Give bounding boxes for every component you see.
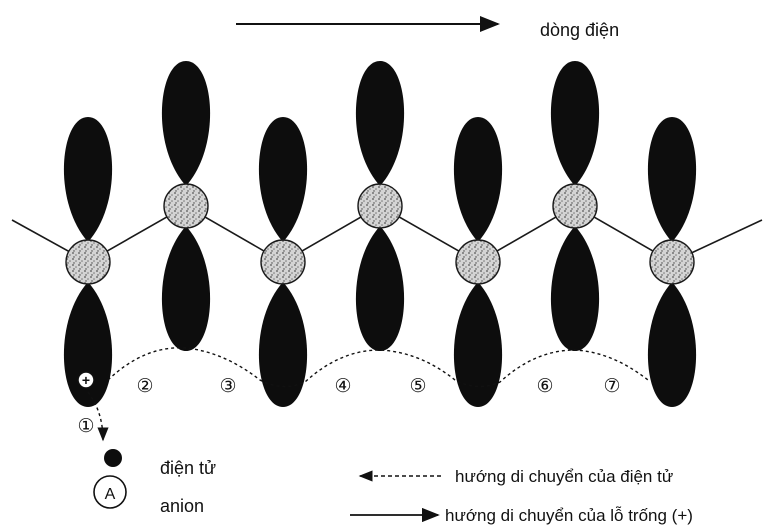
electron-path-dashed bbox=[108, 348, 648, 387]
upper-lobe bbox=[454, 117, 502, 242]
atom-6 bbox=[551, 61, 599, 351]
lower-lobe bbox=[162, 226, 210, 351]
anion-label: anion bbox=[160, 496, 204, 516]
orbitals bbox=[64, 61, 696, 407]
atom-7 bbox=[648, 117, 696, 407]
legend-electron-text: hướng di chuyển của điện tử bbox=[455, 467, 673, 486]
atom-core bbox=[358, 184, 402, 228]
anion: A bbox=[94, 476, 126, 508]
atom-4 bbox=[356, 61, 404, 351]
atom-core bbox=[456, 240, 500, 284]
svg-text:+: + bbox=[82, 372, 90, 388]
lower-lobe bbox=[551, 226, 599, 351]
lower-lobe bbox=[648, 282, 696, 407]
step-marker-5: ⑤ bbox=[409, 376, 426, 397]
atom-core bbox=[164, 184, 208, 228]
step-marker-7: ⑦ bbox=[603, 376, 620, 397]
atom-2 bbox=[162, 61, 210, 351]
upper-lobe bbox=[64, 117, 112, 242]
step-marker-4: ④ bbox=[334, 376, 351, 397]
step-1-marker: ① bbox=[77, 416, 94, 437]
atom-core bbox=[66, 240, 110, 284]
legend-hole-text: hướng di chuyển của lỗ trống (+) bbox=[445, 506, 693, 525]
lower-lobe bbox=[356, 226, 404, 351]
current-label: dòng điện bbox=[540, 20, 619, 40]
atom-3 bbox=[259, 117, 307, 407]
hole-marker: + bbox=[78, 372, 94, 388]
electron-label: điện tử bbox=[160, 458, 216, 478]
atom-5 bbox=[454, 117, 502, 407]
upper-lobe bbox=[648, 117, 696, 242]
atom-core bbox=[261, 240, 305, 284]
lower-lobe bbox=[259, 282, 307, 407]
step-marker-3: ③ bbox=[219, 376, 236, 397]
atom-1 bbox=[64, 117, 112, 407]
step-marker-6: ⑥ bbox=[536, 376, 553, 397]
upper-lobe bbox=[259, 117, 307, 242]
electron-dot bbox=[104, 449, 122, 467]
step-marker-2: ② bbox=[136, 376, 153, 397]
lower-lobe bbox=[454, 282, 502, 407]
step-markers: ② ③ ④ ⑤ ⑥ ⑦ bbox=[136, 376, 620, 397]
atom-core bbox=[650, 240, 694, 284]
upper-lobe bbox=[551, 61, 599, 186]
svg-text:A: A bbox=[105, 486, 116, 503]
upper-lobe bbox=[162, 61, 210, 186]
atom-core bbox=[553, 184, 597, 228]
upper-lobe bbox=[356, 61, 404, 186]
